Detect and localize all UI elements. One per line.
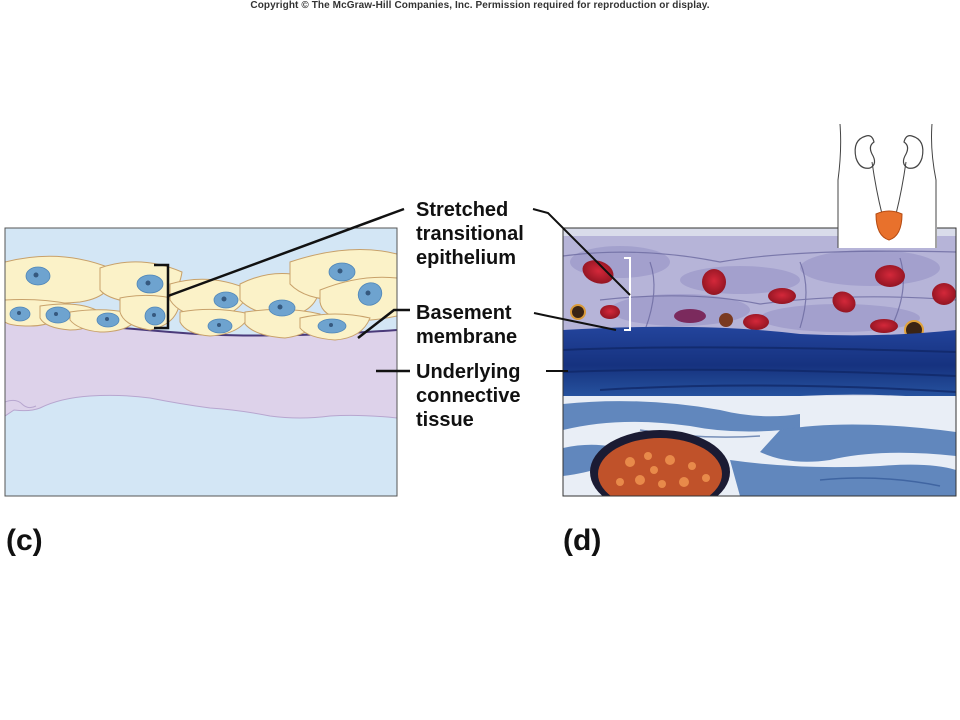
- panel-d-frame: [562, 227, 957, 497]
- label-basement-membrane: Basement membrane: [416, 301, 517, 349]
- leader-basement-left: [357, 308, 410, 339]
- leader-lines: [167, 207, 631, 373]
- leader-stretched-left: [167, 207, 405, 298]
- label-stretched-line-3: epithelium: [416, 247, 517, 269]
- panel-letter-c: (c): [6, 524, 43, 557]
- label-underlying-line-2: connective: [416, 385, 521, 407]
- panel-letter-d: (d): [563, 524, 602, 557]
- label-basement-line-2: membrane: [416, 326, 518, 348]
- label-underlying-line-3: tissue: [416, 409, 474, 431]
- basement-membrane-line: [5, 317, 397, 337]
- label-stretched-transitional-epithelium: Stretched transitional epithelium: [416, 198, 524, 270]
- panel-c-illustration: [5, 228, 397, 496]
- bladder-icon: [875, 210, 903, 241]
- urinary-system-inset: [837, 123, 937, 248]
- label-basement-line-1: Basement: [416, 302, 512, 324]
- label-stretched-line-1: Stretched: [416, 199, 509, 221]
- right-kidney-icon: [902, 135, 924, 169]
- bracket-panel-c: [154, 263, 170, 330]
- label-underlying-connective-tissue: Underlying connective tissue: [416, 360, 520, 432]
- left-kidney-icon: [854, 135, 876, 169]
- panel-d-micrograph: [563, 228, 956, 496]
- leader-stretched-right: [532, 208, 631, 296]
- copyright-notice: Copyright © The McGraw-Hill Companies, I…: [250, 0, 710, 11]
- leader-basement-right: [533, 312, 617, 331]
- label-underlying-line-1: Underlying: [416, 361, 521, 383]
- stained-nuclei: [582, 260, 956, 333]
- label-stretched-line-2: transitional: [416, 223, 524, 245]
- panel-c-frame: [4, 227, 398, 497]
